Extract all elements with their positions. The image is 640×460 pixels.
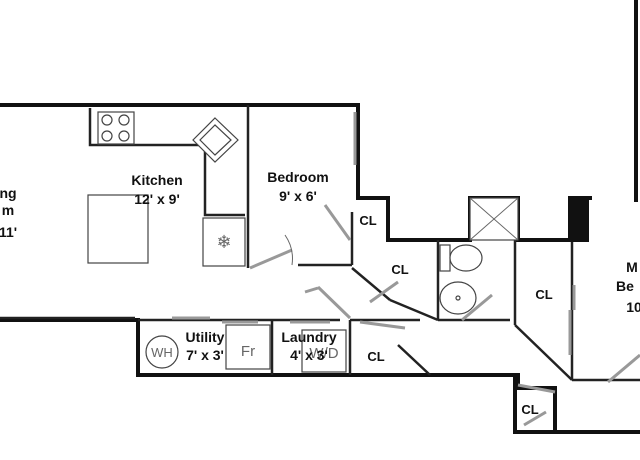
washer-dryer-label: W/D [309,345,338,362]
room-labels: ng m 11' Kitchen 12' x 9' Bedroom 9' x 6… [0,169,640,417]
vanity [439,244,451,272]
water-heater-label: WH [151,345,173,360]
kitchen-name: Kitchen [131,172,182,188]
fridge [225,324,271,370]
closet-label-5: CL [521,402,538,417]
kitchen-fixtures: ❄ [87,108,246,267]
master-bedroom-name: M [626,259,638,275]
bath-fixtures [439,197,519,315]
chimney-block [571,200,589,242]
utility-fixtures: WH Fr W/D [145,324,347,373]
walls [0,0,640,434]
laundry-name: Laundry [281,329,336,345]
bedroom-dim: 9' x 6' [279,188,317,204]
washer-dryer [301,329,347,373]
master-bedroom-dim: 10 [626,299,640,315]
closet-label-1: CL [359,213,376,228]
living-room-dim: 11' [0,224,17,240]
closet-label-4: CL [367,349,384,364]
closet-label-3: CL [535,287,552,302]
utility-name: Utility [186,329,225,345]
laundry-dim: 4' x 3' [290,347,328,363]
doors [172,112,640,427]
bedroom-name: Bedroom [267,169,328,185]
kitchen-island [87,194,149,264]
fridge-label: Fr [241,343,255,360]
closet-label-2: CL [391,262,408,277]
freezer [202,217,246,267]
kitchen-dim: 12' x 9' [134,191,180,207]
toilet [449,244,483,272]
living-room-name: ng [0,185,17,201]
master-bedroom-name2: Be [616,278,634,294]
water-heater [145,335,179,369]
utility-dim: 7' x 3' [186,347,224,363]
freezer-icon: ❄ [216,232,231,252]
living-room-name2: m [2,202,14,218]
